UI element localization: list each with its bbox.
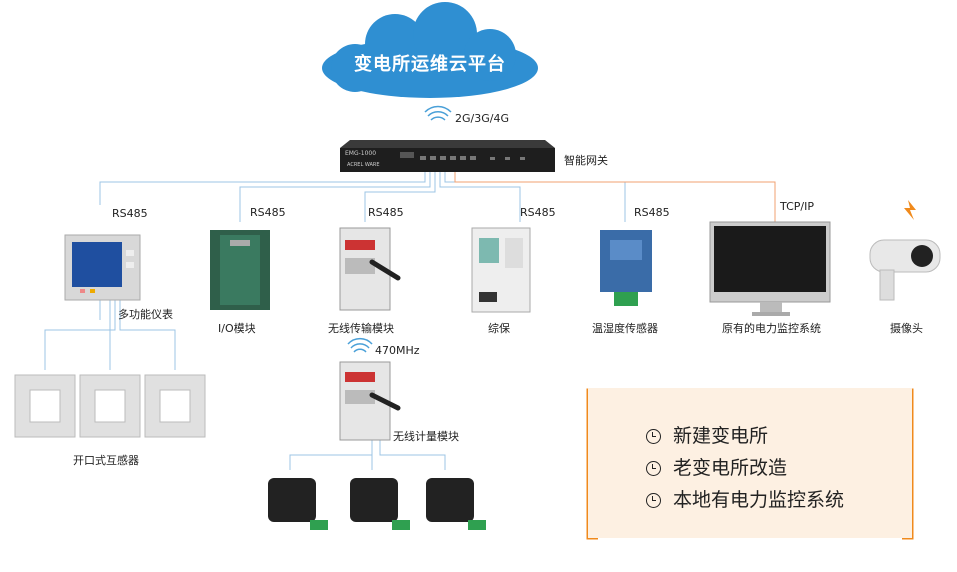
legend-item: 本地有电力监控系统 <box>646 485 844 512</box>
cloud-icon <box>322 2 538 98</box>
temperature-sensor-icon <box>600 230 652 306</box>
wireless-transmission-icon <box>339 227 401 311</box>
device-label: 无线传输模块 <box>328 322 394 335</box>
uplink-label: 2G/3G/4G <box>455 112 509 125</box>
metering-sensor-icon <box>268 478 486 530</box>
protocol-label: TCP/IP <box>780 200 814 213</box>
protocol-label: RS485 <box>520 206 556 219</box>
clock-icon <box>646 493 661 508</box>
frequency-label: 470MHz <box>375 344 420 357</box>
bus-lines <box>44 172 626 470</box>
device-label: 综保 <box>488 322 510 335</box>
device-label: 温湿度传感器 <box>592 322 658 335</box>
relay-icon <box>471 227 531 313</box>
clock-icon <box>646 429 661 444</box>
wireless-meter-icon <box>339 361 401 441</box>
device-label: 摄像头 <box>890 322 923 335</box>
device-label: 多功能仪表 <box>118 308 173 321</box>
device-label: 开口式互感器 <box>73 454 139 467</box>
monitor-icon <box>709 221 831 316</box>
wifi-icon <box>347 337 373 353</box>
gateway-vendor: ACREL WARE <box>347 162 380 168</box>
protocol-label: RS485 <box>634 206 670 219</box>
gateway-brand: EMG-1000 <box>345 150 377 157</box>
device-label: 无线计量模块 <box>393 430 459 443</box>
protocol-label: RS485 <box>250 206 286 219</box>
gateway-device <box>340 140 555 172</box>
gateway-label: 智能网关 <box>564 154 608 167</box>
camera-icon <box>869 200 941 301</box>
legend-item: 新建变电所 <box>646 421 768 448</box>
protocol-label: RS485 <box>112 207 148 220</box>
meter-icon <box>64 234 141 301</box>
legend-panel: 新建变电所 老变电所改造 本地有电力监控系统 <box>588 388 912 538</box>
io-module-icon <box>210 230 270 310</box>
clock-icon <box>646 461 661 476</box>
wifi-icon <box>424 105 452 121</box>
cloud-title: 变电所运维云平台 <box>354 54 506 75</box>
current-transformer-icon <box>14 374 206 438</box>
legend-item: 老变电所改造 <box>646 453 787 480</box>
device-label: I/O模块 <box>218 322 256 335</box>
device-label: 原有的电力监控系统 <box>722 322 821 335</box>
protocol-label: RS485 <box>368 206 404 219</box>
